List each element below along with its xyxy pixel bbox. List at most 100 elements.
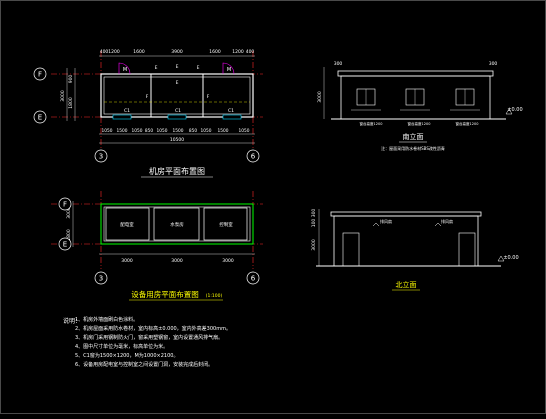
plan2-bubble-6 <box>246 271 260 285</box>
note-line-3: 3、机房门采用钢制防火门，窗采用塑钢窗，室内设置通风排气扇。 <box>75 335 224 341</box>
elev2-group: 排风扇 排风扇 300 100 3000 ±0.00 北立面 <box>311 209 519 291</box>
left-dim-2: 1800 <box>68 97 74 109</box>
room-label-1: F <box>146 94 149 100</box>
plan1-inner-wall <box>103 76 251 115</box>
window-label-2: C1 <box>175 108 181 114</box>
elev1-top-dim-1: 300 <box>334 61 343 67</box>
top-dim-5: 1200 <box>232 49 244 55</box>
elev2-fan-1 <box>372 222 380 227</box>
room-label-5: E <box>155 65 158 71</box>
top-dim-4: 1600 <box>209 49 221 55</box>
plan2-dim-3: 3000 <box>222 258 234 264</box>
plan2-outer-wall <box>100 203 254 245</box>
room-box-1 <box>105 207 150 241</box>
plan2-axis-label-e: E <box>63 241 67 249</box>
window-label-1: C1 <box>124 108 130 114</box>
top-dim-2: 1600 <box>133 49 145 55</box>
top-dim-3: 3900 <box>171 49 183 55</box>
elev1-wall <box>340 75 491 120</box>
window-c1-2 <box>167 114 187 120</box>
room-name-1: 配电室 <box>120 221 134 228</box>
plan1-overall-width: 10500 <box>170 137 184 143</box>
axis-label-3: 3 <box>99 153 103 161</box>
elev1-note: 注：屋面采用防水卷材SBS改性沥青 <box>381 145 445 151</box>
axis-bubble-6 <box>246 149 260 163</box>
plan1-top-dims: 400 1200 1600 3900 1600 1200 400 <box>100 49 255 55</box>
room-name-3: 控制室 <box>219 221 233 228</box>
elev1-tag-1: 窗台高度1200 <box>360 121 383 126</box>
bottom-dim-7: 1050 <box>201 128 212 134</box>
elev2-wall <box>333 215 479 267</box>
plan2-left-dim-1: 3000 <box>66 207 72 219</box>
elev1-parapet <box>337 70 494 77</box>
plan2-bubble-e <box>58 237 72 251</box>
axis-label-f: F <box>38 71 42 79</box>
room-label-4: E <box>176 80 179 86</box>
bottom-dim-0: 1050 <box>102 128 113 134</box>
notes-heading: 说明： <box>63 318 82 325</box>
elev2-door-2 <box>458 232 476 267</box>
bottom-dim-8: 1500 <box>218 128 229 134</box>
plan1-group: M M C1 C1 C1 F F E E E E 400 1200 1600 3… <box>33 49 263 178</box>
door-swing-1 <box>118 62 131 75</box>
plan1-bottom-dims: 1050 1500 1050 850 1050 1500 850 1050 15… <box>102 128 250 134</box>
room-box-2 <box>153 207 200 241</box>
bottom-dim-3: 850 <box>145 128 153 134</box>
elev2-door-1 <box>342 232 360 267</box>
room-box-3 <box>203 207 248 241</box>
note-line-1: 1、机房外墙面刷白色涂料。 <box>75 317 139 323</box>
elev1-tag-3: 窗台高度1200 <box>456 121 479 126</box>
axis-bubble-e <box>33 110 47 124</box>
plan2-title: 设备用房平面布置图 <box>131 289 199 299</box>
plan2-scale: (1:100) <box>206 293 223 299</box>
bottom-dim-9: 1050 <box>239 128 250 134</box>
elev2-level-marker <box>497 255 505 262</box>
plan2-axis-label-6: 6 <box>251 275 256 283</box>
elev2-label-1: 排风扇 <box>380 218 392 224</box>
plan2-inner-wall <box>103 206 251 242</box>
note-line-2: 2、机房屋面采用防水卷材，室内标高±0.000，室内外高差300mm。 <box>75 326 231 332</box>
elev1-title: 南立面 <box>403 132 424 141</box>
plan2-axis-label-3: 3 <box>99 275 103 283</box>
plan2-bubble-f <box>58 197 72 211</box>
elev2-height-dim: 3000 <box>311 239 317 251</box>
note-line-4: 4、图中尺寸单位为毫米，标高单位为米。 <box>75 344 169 350</box>
plan2-left-dim-2: 1800 <box>66 229 72 241</box>
elev2-label-2: 排风扇 <box>441 218 453 224</box>
left-dim-0: 900 <box>68 75 74 84</box>
plan1-title: 机房平面布置图 <box>149 166 205 176</box>
bottom-dim-4: 1050 <box>157 128 168 134</box>
elev1-level: ±0.00 <box>507 107 522 113</box>
window-c1-1 <box>112 114 132 120</box>
axis-bubble-f <box>33 67 47 81</box>
window-label-3: C1 <box>228 108 234 114</box>
bottom-dim-6: 850 <box>189 128 197 134</box>
elev1-height-dim: 3000 <box>317 91 323 103</box>
door-label-2: M <box>227 67 231 73</box>
axis-label-e: E <box>38 114 42 122</box>
elev1-group: 窗台高度1200 窗台高度1200 窗台高度1200 3000 300 300 … <box>317 61 523 151</box>
bottom-dim-1: 1500 <box>117 128 128 134</box>
plan2-dim-1: 3000 <box>121 258 133 264</box>
room-label-3: E <box>176 64 179 70</box>
plan2-axis-label-f: F <box>63 201 67 209</box>
elev1-level-marker <box>505 108 513 115</box>
room-label-6: E <box>197 65 200 71</box>
elev2-top-dim-2: 100 <box>311 219 317 228</box>
axis-bubble-3 <box>94 149 108 163</box>
elev1-tag-2: 窗台高度1200 <box>408 121 431 126</box>
note-line-5: 5、C1窗为1500×1200，M为1000×2100。 <box>75 353 179 359</box>
elev2-fan-2 <box>434 222 442 227</box>
elev2-level: ±0.00 <box>503 255 518 261</box>
axis-label-6: 6 <box>251 153 256 161</box>
left-dim-1: 3000 <box>60 90 66 102</box>
top-dim-1: 1200 <box>108 49 120 55</box>
elev2-parapet <box>330 211 482 217</box>
elev2-top-dim-1: 300 <box>311 209 317 218</box>
bottom-dim-2: 1050 <box>132 128 143 134</box>
room-label-2: F <box>207 94 210 100</box>
window-c1-3 <box>222 114 242 120</box>
top-dim-0: 400 <box>100 49 109 55</box>
